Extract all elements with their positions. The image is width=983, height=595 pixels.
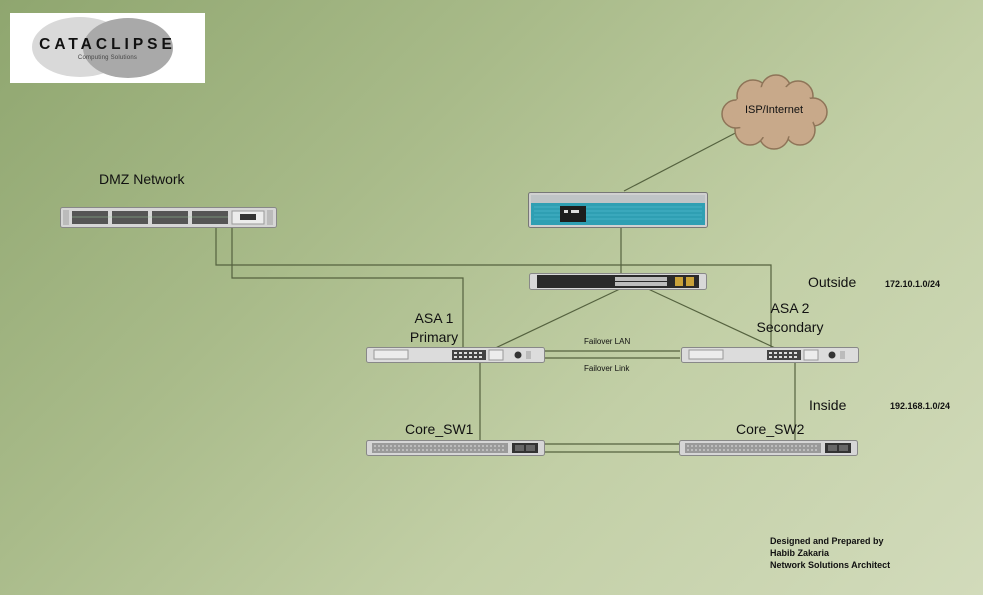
asa2-name: ASA 2 <box>770 300 810 316</box>
switch-icon <box>679 440 858 456</box>
asa1-role: Primary <box>409 329 459 345</box>
asa2-firewall <box>681 347 859 363</box>
link-cloud-router <box>623 127 746 192</box>
isp-router <box>528 192 708 228</box>
core-sw2-label: Core_SW2 <box>736 421 805 437</box>
switch-icon <box>366 440 545 456</box>
core-sw1-label: Core_SW1 <box>405 421 474 437</box>
outside-switch <box>529 273 707 290</box>
credits-line-2: Habib Zakaria <box>770 548 830 558</box>
switch-icon <box>60 207 277 228</box>
core-sw1 <box>366 440 545 456</box>
core-sw2 <box>679 440 858 456</box>
firewall-icon <box>681 347 859 363</box>
credits-line-3: Network Solutions Architect <box>770 560 891 570</box>
asa1-name: ASA 1 <box>414 310 454 326</box>
switch-icon <box>529 273 707 290</box>
credits-line-1: Designed and Prepared by <box>770 536 884 546</box>
logo-tagline: Computing Solutions <box>77 55 138 61</box>
link-outside-switch-asa2 <box>645 287 787 354</box>
firewall-icon <box>366 347 545 363</box>
isp-internet-cloud: ISP/Internet <box>718 74 830 150</box>
outside-subnet: 172.10.1.0/24 <box>885 279 941 289</box>
link-dmz-asa2 <box>215 227 772 352</box>
logo-wordmark: CATACLIPSE <box>39 36 176 53</box>
inside-zone-label: Inside <box>809 397 847 413</box>
cloud-label: ISP/Internet <box>744 104 804 116</box>
asa1-firewall <box>366 347 545 363</box>
router-icon <box>528 192 708 228</box>
asa2-role: Secondary <box>756 319 824 335</box>
inside-subnet: 192.168.1.0/24 <box>890 401 951 411</box>
failover-link-label: Failover Link <box>584 364 630 373</box>
link-outside-switch-asa1 <box>486 287 623 353</box>
dmz-switch <box>60 207 277 228</box>
failover-lan-label: Failover LAN <box>584 337 631 346</box>
credits-block: Designed and Prepared by Habib Zakaria N… <box>770 535 890 571</box>
dmz-network-label: DMZ Network <box>99 171 185 187</box>
outside-zone-label: Outside <box>808 274 857 290</box>
company-logo: CATACLIPSE Computing Solutions <box>10 13 205 83</box>
link-dmz-asa1 <box>231 227 464 352</box>
cloud-icon <box>721 74 828 150</box>
logo-eclipse-icon <box>32 17 173 78</box>
